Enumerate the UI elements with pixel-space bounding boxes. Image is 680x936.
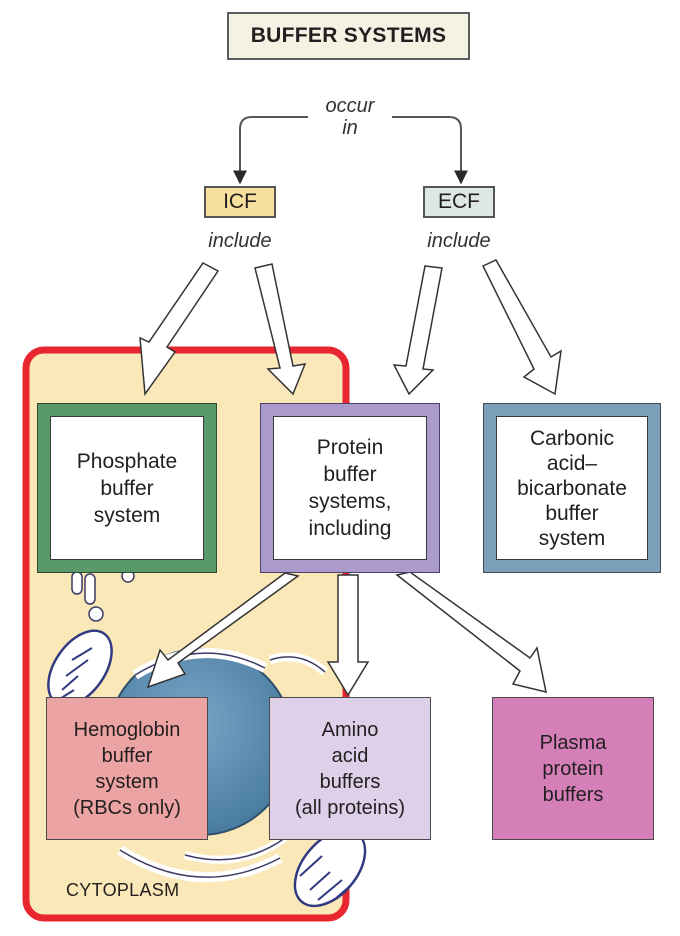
ecf-box: ECF xyxy=(423,186,495,218)
text-line: including xyxy=(308,517,392,540)
golgi-vesicles xyxy=(71,569,135,622)
arrow-ecf-protein xyxy=(392,265,443,396)
text-line: acid xyxy=(331,744,369,767)
text-line: Hemoglobin xyxy=(73,718,181,741)
text-line: buffer xyxy=(545,501,599,525)
phosphate-buffer-text: Phosphate buffer system xyxy=(50,416,204,560)
text-line: protein xyxy=(542,757,604,780)
text-line: buffers xyxy=(542,783,604,806)
arrow-icf-protein xyxy=(254,263,307,396)
title-box: BUFFER SYSTEMS xyxy=(227,12,470,60)
text-line: system xyxy=(95,770,159,793)
icf-box: ICF xyxy=(204,186,276,218)
phosphate-buffer-box: Phosphate buffer system xyxy=(37,403,217,573)
text-line: (all proteins) xyxy=(294,796,406,819)
connector-label-line2: in xyxy=(342,117,358,139)
text-line: Phosphate xyxy=(76,449,178,473)
icf-include-label: include xyxy=(208,230,272,252)
arrow-protein-plasma xyxy=(395,571,547,694)
text-line: acid– xyxy=(546,451,598,475)
protein-buffer-text: Protein buffer systems, including xyxy=(273,416,427,560)
plasma-protein-buffer-box: Plasma protein buffers xyxy=(492,697,654,840)
text-line: bicarbonate xyxy=(517,476,627,500)
text-line: systems, xyxy=(308,490,392,513)
connector-label: occur in xyxy=(310,95,390,139)
text-line: system xyxy=(538,526,606,550)
arrow-protein-amino xyxy=(326,574,370,697)
carbonic-acid-buffer-text: Carbonic acid– bicarbonate buffer system xyxy=(496,416,648,560)
connector-left xyxy=(233,116,308,185)
arrow-icf-phosphate xyxy=(139,262,220,397)
ecf-label: ECF xyxy=(438,190,480,213)
protein-buffer-box: Protein buffer systems, including xyxy=(260,403,440,573)
ecf-include-label: include xyxy=(427,230,491,252)
hemoglobin-buffer-box: Hemoglobin buffer system (RBCs only) xyxy=(46,697,208,840)
connector-label-line1: occur xyxy=(325,95,375,117)
arrow-protein-hemoglobin xyxy=(146,572,300,689)
text-line: Plasma xyxy=(539,731,607,754)
text-line: Carbonic xyxy=(529,426,615,450)
arrows xyxy=(139,259,562,697)
text-line: buffers xyxy=(319,770,381,793)
text-line: (RBCs only) xyxy=(73,796,181,819)
endoplasmic-reticulum xyxy=(117,648,328,883)
amino-acid-buffer-box: Amino acid buffers (all proteins) xyxy=(269,697,431,840)
text-line: buffer xyxy=(100,476,154,500)
arrow-ecf-carbonic xyxy=(481,259,562,396)
carbonic-acid-buffer-box: Carbonic acid– bicarbonate buffer system xyxy=(483,403,661,573)
text-line: buffer xyxy=(101,744,153,767)
text-line: buffer xyxy=(323,463,377,486)
text-line: Protein xyxy=(316,436,384,459)
title: BUFFER SYSTEMS xyxy=(250,24,447,47)
mitochondrion xyxy=(293,828,367,908)
cytoplasm-label: CYTOPLASM xyxy=(66,880,180,900)
text-line: Amino xyxy=(321,718,379,741)
icf-label: ICF xyxy=(223,190,257,213)
text-line: system xyxy=(93,503,161,527)
connector-right xyxy=(392,116,468,185)
